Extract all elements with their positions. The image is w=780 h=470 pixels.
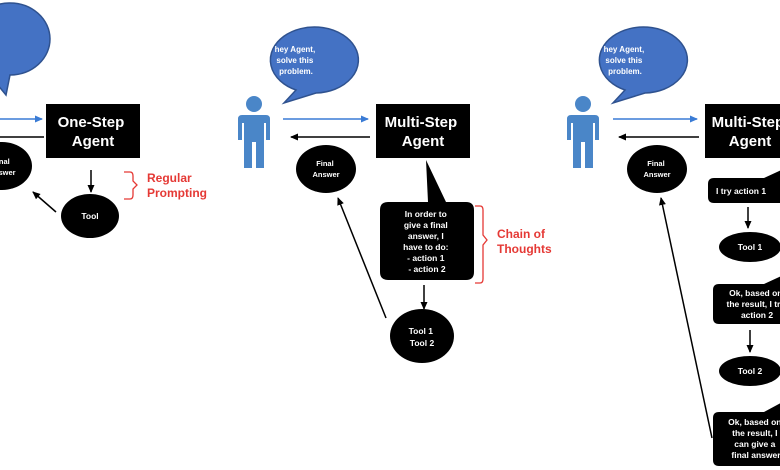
speech-bubble xyxy=(269,26,360,105)
annotation-label: Regular Prompting xyxy=(147,171,207,200)
panel-multi-step-cot: hey Agent, solve this problem. Multi-Ste… xyxy=(238,26,552,363)
agent-box xyxy=(376,104,470,158)
final-answer-node xyxy=(0,142,32,190)
step3-text: Ok, based on the result, I can give a fi… xyxy=(728,417,780,460)
tool2-node xyxy=(719,356,780,386)
final-answer-label: Final Answer xyxy=(312,159,339,179)
tool-node xyxy=(61,194,119,238)
result-to-answer-arrow xyxy=(659,197,713,439)
step1-text: I try action 1 xyxy=(716,186,766,196)
speech-bubble xyxy=(0,2,51,97)
agent-label: One-Step Agent xyxy=(58,114,129,150)
annotation-label: Chain of Thoughts xyxy=(497,227,552,256)
tools-node xyxy=(390,309,454,363)
final-answer-node xyxy=(296,145,356,193)
agent-box xyxy=(46,104,140,158)
user-icon xyxy=(567,96,599,168)
annotation-bracket xyxy=(124,171,138,200)
speech-text: hey Agent, solve this problem. xyxy=(275,45,318,76)
panel-multi-step-react: hey Agent, solve this problem. Multi-Ste… xyxy=(567,26,780,466)
step1-callout xyxy=(708,170,780,203)
tools-label: Tool 1 Tool 2 xyxy=(409,326,436,348)
agent-label: Multi-Step Agent xyxy=(385,114,462,150)
step2-callout xyxy=(713,276,780,324)
thought-callout xyxy=(380,160,474,280)
step3-callout xyxy=(713,403,780,466)
tool-label: Tool xyxy=(81,211,98,221)
user-icon xyxy=(238,96,270,168)
tool-to-answer-arrow xyxy=(32,191,57,213)
tools-to-answer-arrow xyxy=(337,197,387,319)
tool1-node xyxy=(719,232,780,262)
tool1-label: Tool 1 xyxy=(738,242,763,252)
final-answer-node xyxy=(627,145,687,193)
step2-text: Ok, based on the result, I try action 2 xyxy=(727,288,780,320)
annotation-bracket xyxy=(475,205,488,284)
agent-box xyxy=(705,104,780,158)
speech-text: hey Agent, solve this problem. xyxy=(604,45,647,76)
agent-label: Multi-Step Agent xyxy=(712,114,780,150)
thought-text: In order to give a final answer, I have … xyxy=(403,209,451,274)
panel-one-step: One-Step Agent Final Answer Tool Regular… xyxy=(0,2,207,238)
final-answer-label: Final Answer xyxy=(643,159,670,179)
final-answer-label: Final Answer xyxy=(0,157,16,177)
tool2-label: Tool 2 xyxy=(738,366,763,376)
speech-bubble xyxy=(598,26,689,105)
